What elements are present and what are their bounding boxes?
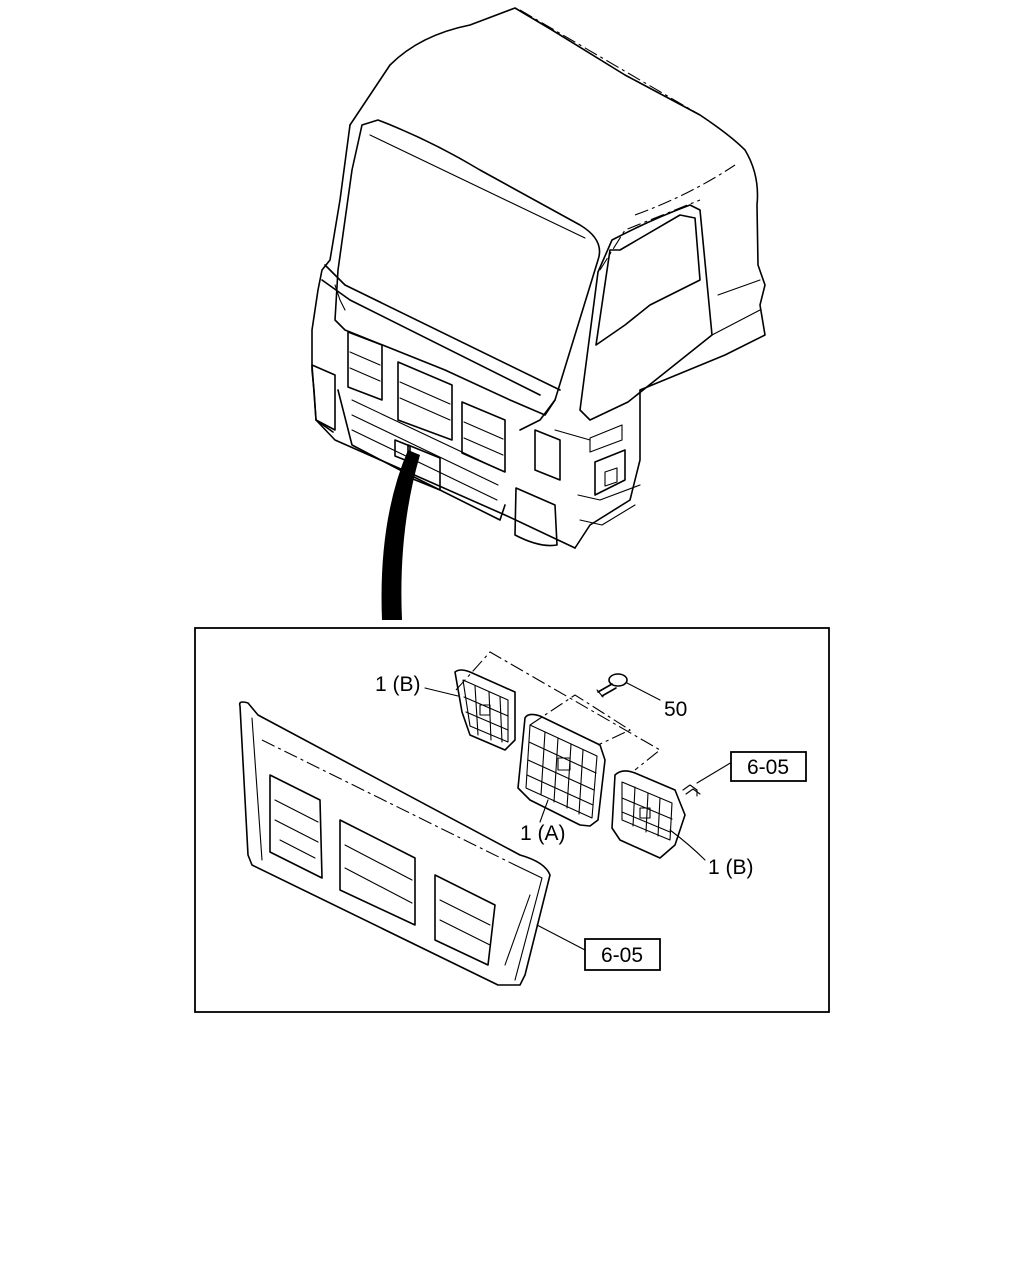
- ref-label-clip: 6-05: [747, 756, 789, 779]
- ref-box-panel[interactable]: [584, 938, 661, 971]
- clip-part: [682, 784, 701, 797]
- leader-bolt: [626, 682, 661, 701]
- label-bolt: 50: [664, 698, 687, 721]
- leader-grille-left: [424, 687, 459, 697]
- grille-center-part: [517, 713, 606, 827]
- ref-box-clip[interactable]: [730, 751, 807, 782]
- bolt-part: [596, 673, 628, 698]
- leader-grille-center: [539, 799, 549, 823]
- label-grille-right: 1 (B): [708, 856, 754, 879]
- cab-illustration: [311, 7, 766, 549]
- label-grille-center: 1 (A): [520, 822, 566, 845]
- leader-grille-right: [669, 829, 706, 861]
- ref-label-panel: 6-05: [601, 944, 643, 967]
- grille-right-part: [611, 770, 686, 859]
- label-grille-left: 1 (B): [375, 673, 421, 696]
- assembly-line-2: [529, 694, 632, 746]
- callout-pointer: [381, 450, 420, 620]
- leader-clip: [696, 761, 733, 784]
- detail-frame: [194, 627, 830, 1013]
- leader-panel: [536, 924, 586, 951]
- assembly-line-1: [455, 651, 661, 771]
- grille-left-part: [454, 669, 516, 751]
- front-panel-part: [238, 701, 551, 986]
